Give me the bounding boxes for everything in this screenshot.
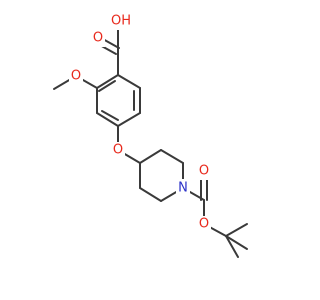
carbamate-carbonyl-oxygen-label: O [199,164,209,179]
bond-tbu-methyl-2 [225,235,239,258]
atom-carbamate-carbonyl-oxygen: O [197,163,211,180]
bond-lines [53,29,248,258]
atom-ring-nitrogen: N [176,179,190,196]
bond-ring-6 [117,74,141,89]
atom-ester-oxygen: O [197,216,211,233]
atom-acid-carbonyl-oxygen: O [91,30,105,47]
bond-ring-3-inner [101,110,119,121]
atom-acid-hydroxyl: OH [110,12,134,30]
bond-ring-4 [117,112,141,127]
atom-ether-oxygen: O [111,142,125,159]
acid-carbonyl-oxygen-label: O [93,31,103,46]
bond-ring-1 [96,74,119,89]
ester-oxygen-label: O [199,217,209,232]
bond-pip-5 [139,187,162,202]
bond-tbu-methyl-3 [225,235,248,250]
acid-hydroxyl-label: OH [111,14,131,29]
bond-tbu-methyl-1 [225,223,248,237]
methoxy-oxygen-label: O [71,69,81,84]
atom-methoxy-oxygen: O [69,68,83,85]
ether-oxygen-label: O [113,143,123,158]
bond-ring-3 [96,112,119,127]
ring-nitrogen-label: N [178,181,188,196]
bond-pip-1 [139,149,162,164]
chemical-structure-diagram: OH O O O N O O [53,12,248,258]
bond-pip-2 [160,149,184,164]
atom-labels: OH O O O N O O [69,12,211,233]
bond-ring-1-inner [98,80,116,92]
